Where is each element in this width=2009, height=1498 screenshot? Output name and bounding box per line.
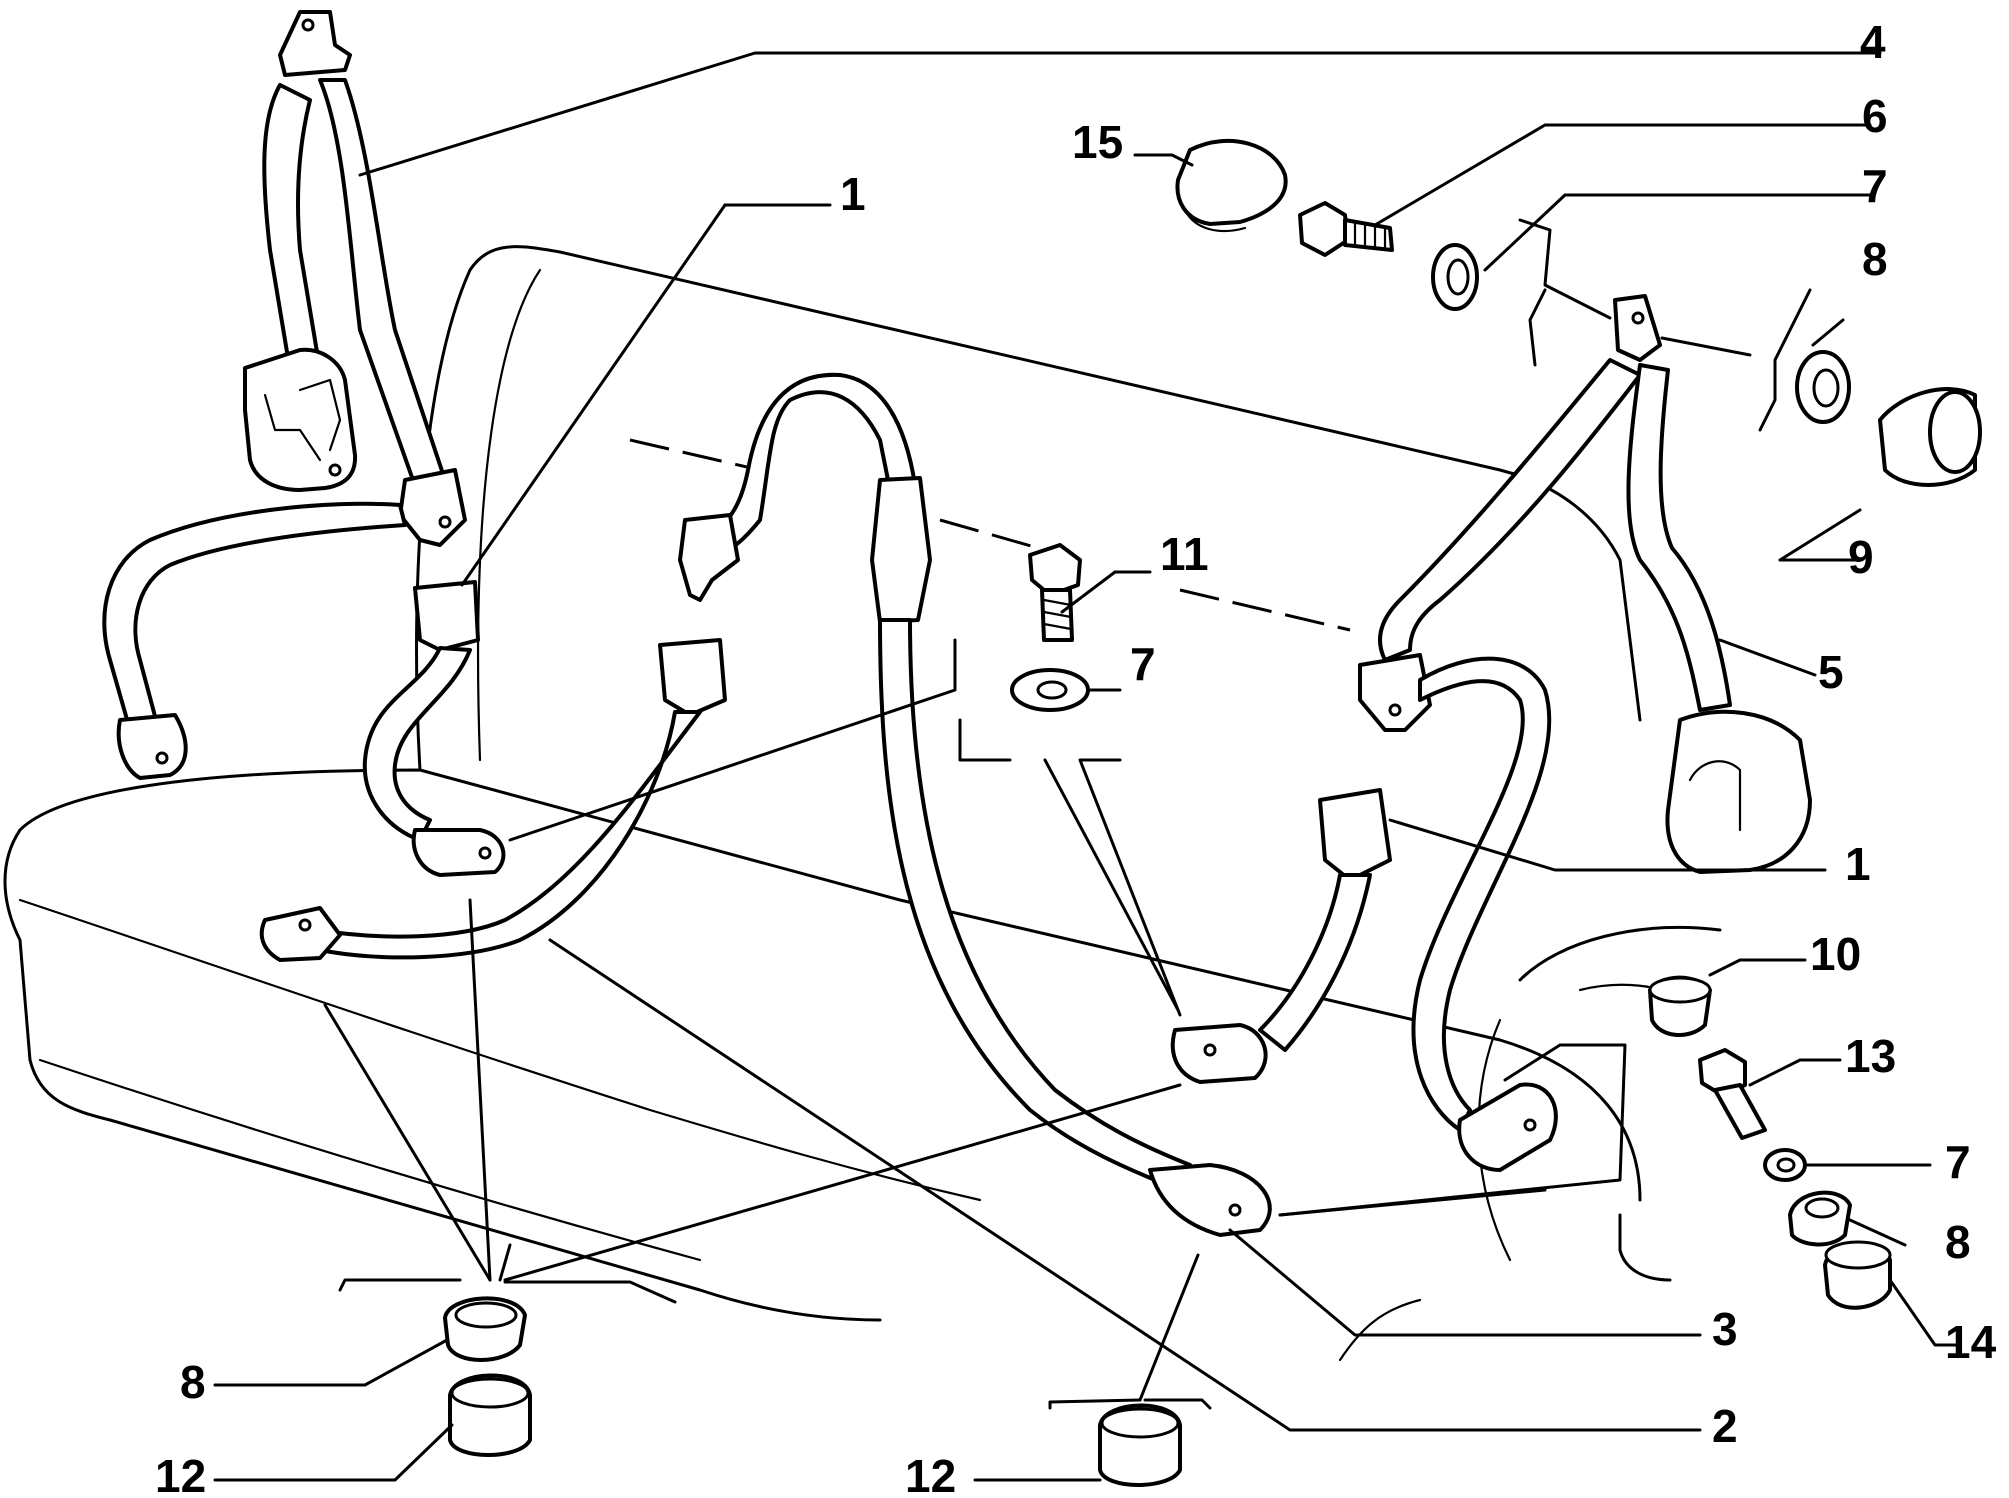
- callout-5: 5: [1818, 646, 1844, 698]
- part-8-spacer-lower: [1788, 1190, 1852, 1247]
- callout-1-left: 1: [840, 168, 866, 220]
- part-7-washer-middle: [1010, 668, 1090, 712]
- callout-12-centre: 12: [905, 1450, 956, 1498]
- part-4-left-retractor-belt: [102, 10, 467, 780]
- callout-13: 13: [1845, 1030, 1896, 1082]
- callout-12-left: 12: [155, 1450, 206, 1498]
- callout-7-top: 7: [1862, 160, 1888, 212]
- part-9-bushing: [1878, 387, 1982, 487]
- part-12-nut-left: [448, 1373, 532, 1457]
- part-7-washer-top: [1431, 243, 1479, 311]
- callout-8-lower: 8: [1945, 1216, 1971, 1268]
- callout-7-middle: 7: [1130, 638, 1156, 690]
- part-8-spacer-bottom: [443, 1296, 527, 1362]
- callout-labels: 4 6 7 8 15 1 11 7 9 5 1 10 13 7 8 14 3 2…: [155, 16, 1997, 1498]
- part-1-right-buckle: [1170, 788, 1392, 1084]
- part-12-nut-centre: [1098, 1403, 1182, 1487]
- callout-8-top: 8: [1862, 233, 1888, 285]
- leader-lines: [213, 51, 1962, 1482]
- part-13-bolt: [1698, 1048, 1767, 1140]
- part-2-centre-belt: [678, 372, 1272, 1237]
- callout-9: 9: [1848, 531, 1874, 583]
- part-8-spacer-top: [1795, 350, 1851, 424]
- part-5-right-retractor-belt: [1358, 294, 1812, 1172]
- callout-2: 2: [1712, 1400, 1738, 1452]
- callout-8-bottom: 8: [180, 1356, 206, 1408]
- callout-15: 15: [1072, 116, 1123, 168]
- part-15-cover-cap: [1175, 138, 1288, 232]
- callout-1-right: 1: [1845, 838, 1871, 890]
- part-11-bolt: [1028, 543, 1082, 642]
- part-14-nut: [1823, 1240, 1892, 1310]
- part-6-bolt: [1298, 201, 1394, 257]
- part-10-ring: [1648, 975, 1712, 1038]
- callout-3: 3: [1712, 1303, 1738, 1355]
- callout-4: 4: [1860, 16, 1886, 68]
- callout-7-lower: 7: [1945, 1136, 1971, 1188]
- callout-14: 14: [1945, 1316, 1997, 1368]
- part-7-washer-lower: [1763, 1148, 1807, 1182]
- part-1-left-buckle-pair: [259, 580, 727, 962]
- callout-6: 6: [1862, 90, 1888, 142]
- callout-10: 10: [1810, 928, 1861, 980]
- callout-11: 11: [1160, 528, 1209, 580]
